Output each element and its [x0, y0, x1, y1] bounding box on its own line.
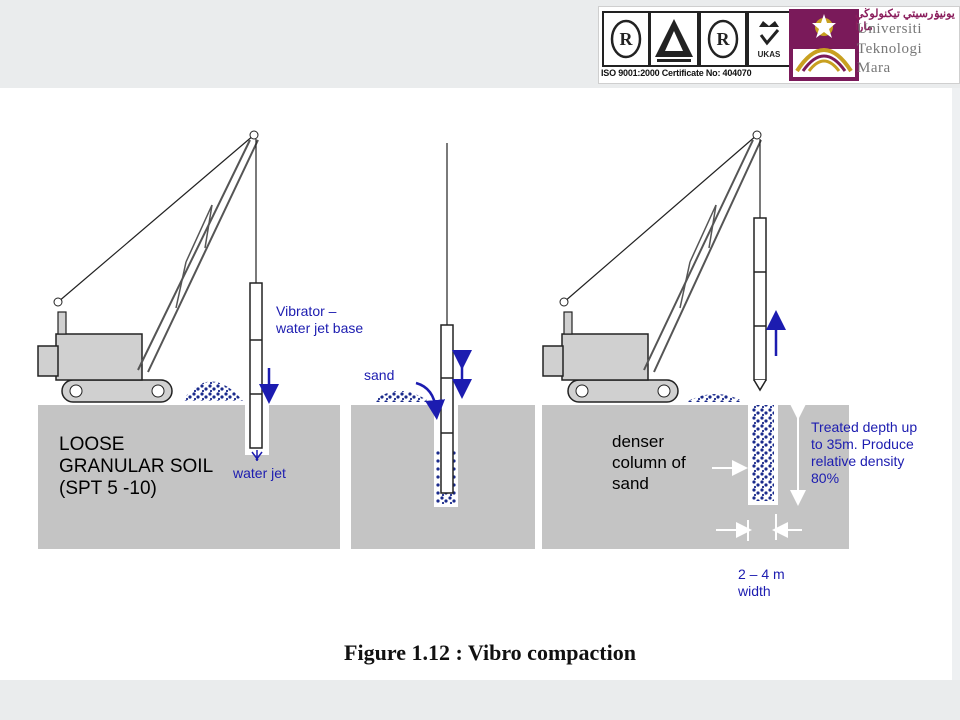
ukas-logo: UKAS	[747, 11, 791, 67]
vibrator-probe-1	[249, 282, 263, 449]
iso-registered-logo: R	[602, 11, 650, 67]
university-name-line-2: Teknologi	[857, 41, 923, 57]
treated-depth-label: Treated depth up to 35m. Produce relativ…	[811, 419, 918, 486]
panel-2	[351, 143, 535, 549]
water-jet-label: water jet	[233, 465, 286, 481]
svg-text:R: R	[620, 29, 634, 49]
university-script-name: يونيۏرسيتي تيكنولوڬي مارا	[855, 8, 955, 33]
figure-caption: Figure 1.12 : Vibro compaction	[344, 640, 636, 665]
panel-1	[37, 130, 340, 549]
certificate-caption: ISO 9001:2000 Certificate No: 404070	[601, 68, 752, 78]
sand-feed-arrow	[415, 381, 446, 420]
registered-logo-second: R	[699, 11, 747, 67]
university-name-line-1: Universiti	[857, 21, 922, 37]
registered-mark-icon-2: R	[707, 19, 739, 59]
svg-text:R: R	[717, 29, 731, 49]
width-dimension	[716, 514, 802, 541]
panel-3	[542, 130, 849, 549]
column-width-label: 2 – 4 m width	[738, 566, 785, 599]
sand-pile-1	[182, 381, 243, 401]
sand-label: sand	[364, 367, 395, 383]
vibrator-probe-3	[753, 217, 767, 392]
university-name-line-3: Mara	[857, 60, 891, 76]
soil-block-3	[542, 405, 849, 549]
sand-pile-3	[686, 394, 744, 402]
university-crest-icon	[789, 9, 859, 81]
soil-block-1	[38, 405, 340, 549]
crown-tick-icon: UKAS	[758, 21, 781, 59]
bottom-band	[0, 680, 960, 720]
denser-sand-column	[752, 405, 774, 501]
vibrator-probe-2	[440, 324, 454, 494]
crane-3	[542, 130, 762, 403]
denser-column-label: denser column of sand	[612, 432, 686, 493]
triangle-mark-icon	[655, 19, 693, 62]
certification-body-logo	[649, 11, 699, 67]
vibrator-label: Vibrator – water jet base	[276, 303, 364, 336]
sand-pile-2	[372, 391, 430, 402]
water-jet-marks	[251, 450, 263, 461]
crane-1	[37, 130, 259, 403]
ukas-text: UKAS	[758, 50, 781, 59]
loose-soil-label: LOOSE GRANULAR SOIL (SPT 5 -10)	[59, 434, 214, 499]
registered-mark-icon: R	[610, 19, 642, 59]
